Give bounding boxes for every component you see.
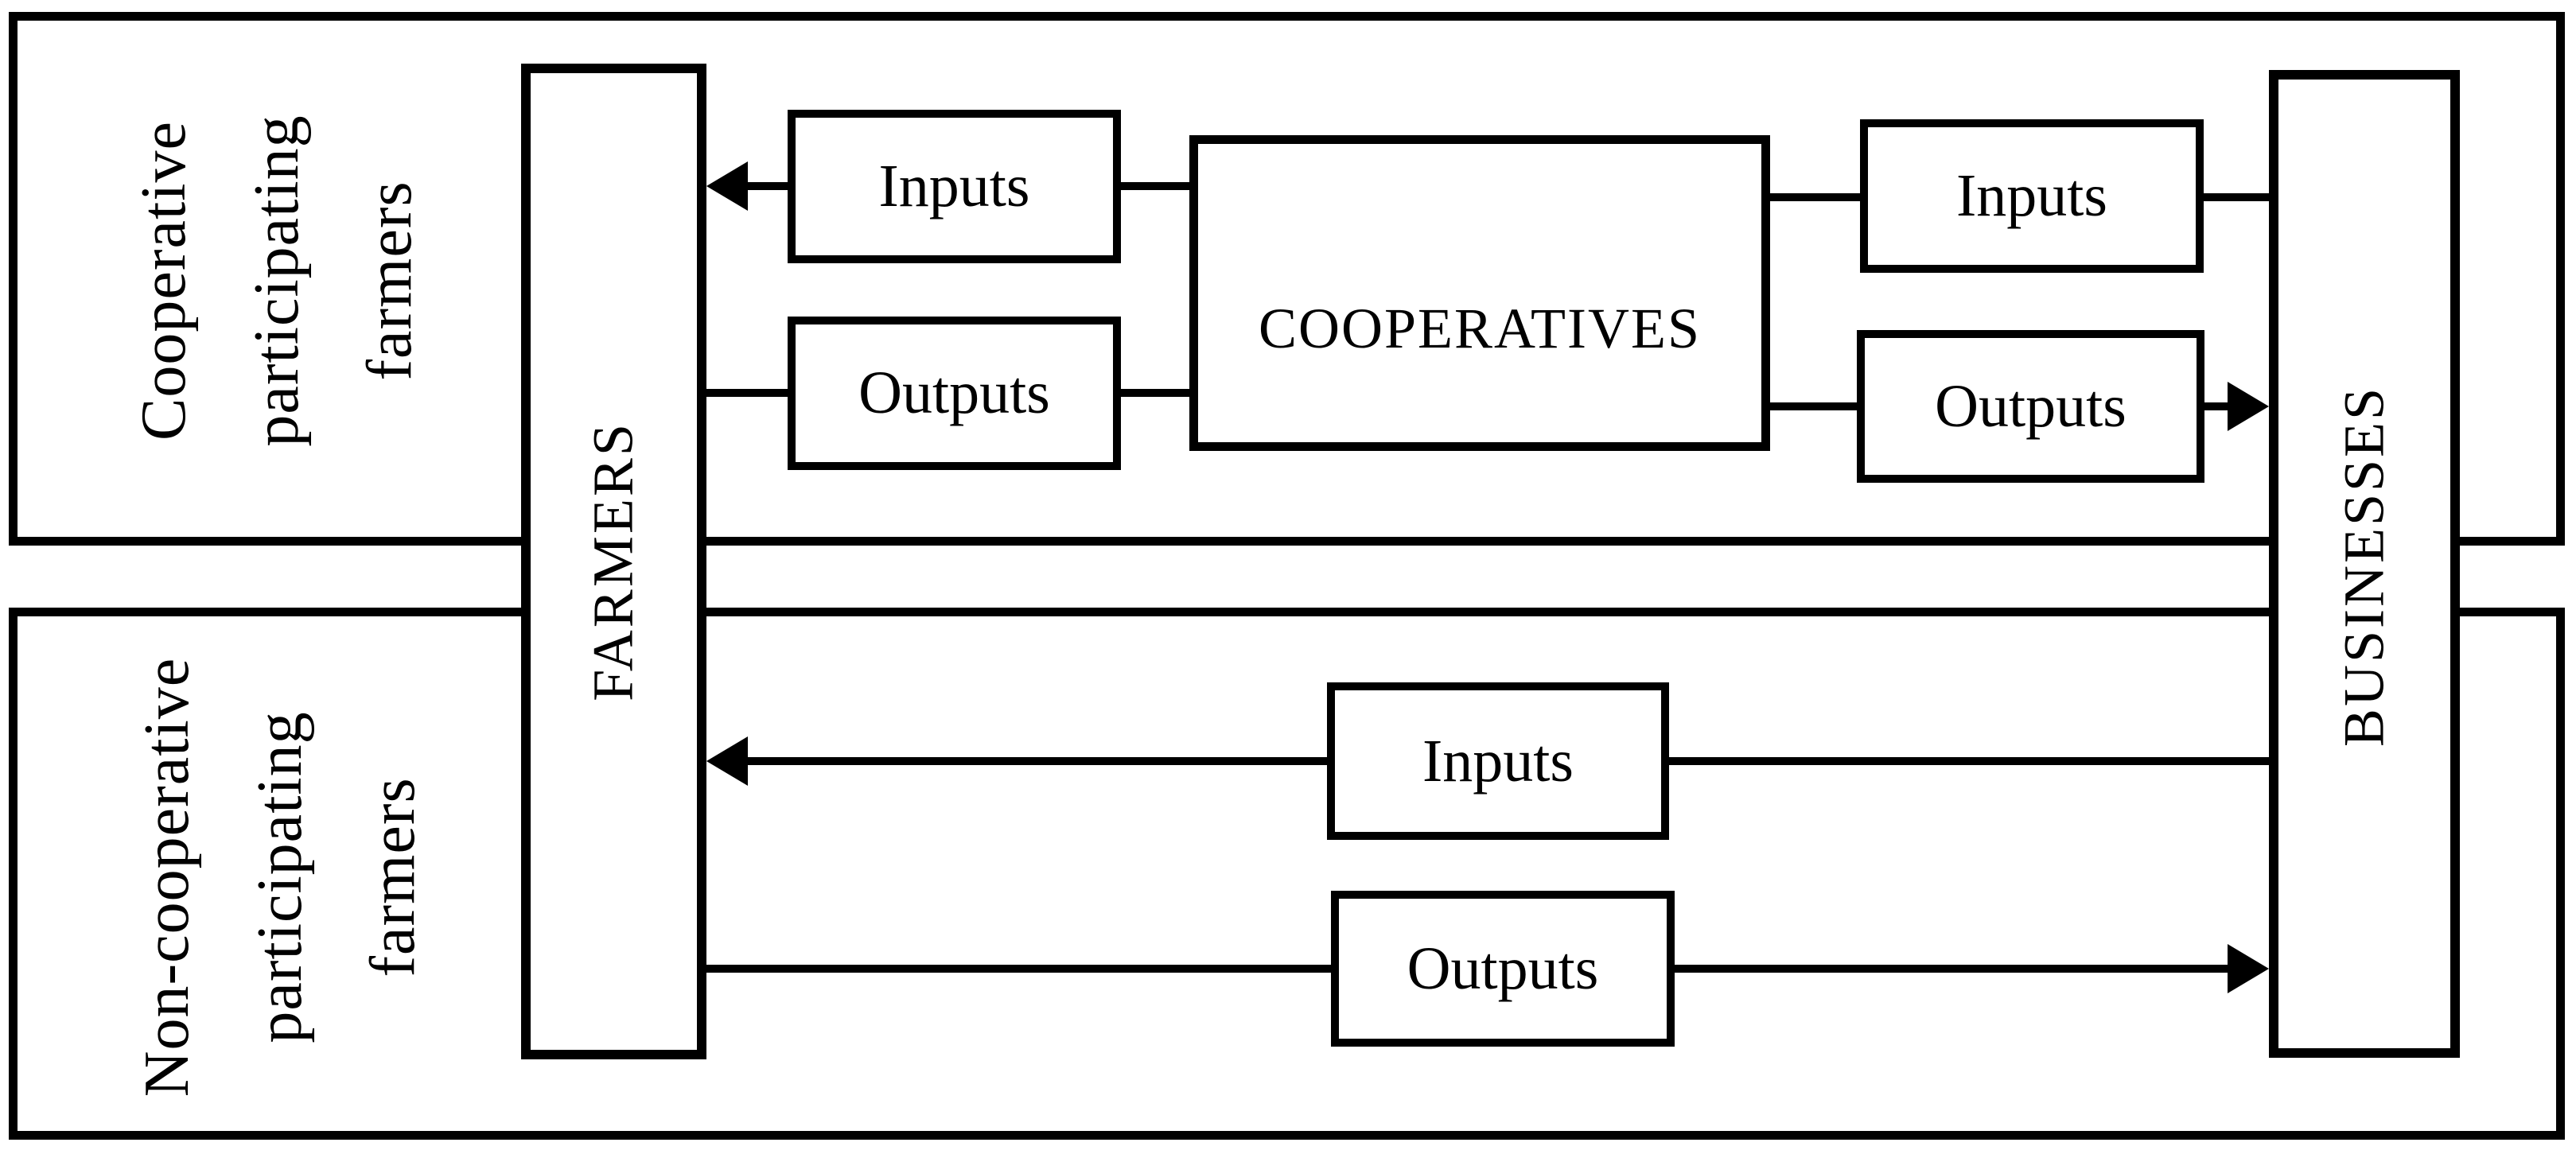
connector-outputs-to-businesses xyxy=(2201,402,2233,410)
connector-cooperatives-to-inputs xyxy=(1767,193,1863,201)
coop-outputs-farmer-side-label: Outputs xyxy=(858,359,1050,426)
connector-inputs-to-businesses xyxy=(2200,193,2274,201)
farmers-label: FARMERS xyxy=(581,422,645,701)
coop-outputs-farmer-side-box: Outputs xyxy=(788,317,1121,470)
connector-outputs-to-cooperatives xyxy=(1118,389,1193,397)
coop-inputs-farmer-side-label: Inputs xyxy=(878,153,1030,220)
connector-noncoop-outputs-to-businesses xyxy=(1671,965,2233,973)
cooperative-section-label: Cooperative participating farmers xyxy=(129,115,425,447)
noncoop-outputs-box: Outputs xyxy=(1331,891,1675,1047)
arrowhead-noncoop-inputs-to-farmers-icon xyxy=(706,736,748,786)
connector-inputs-to-farmers xyxy=(745,182,791,190)
non-cooperative-section-box xyxy=(9,608,2565,1140)
coop-outputs-business-side-box: Outputs xyxy=(1857,330,2204,483)
arrowhead-inputs-to-farmers-icon xyxy=(706,161,748,211)
coop-inputs-business-side-label: Inputs xyxy=(1956,162,2107,229)
connector-farmers-to-outputs xyxy=(703,389,791,397)
arrowhead-outputs-to-businesses-icon xyxy=(2228,382,2269,431)
noncoop-inputs-box: Inputs xyxy=(1327,682,1669,840)
cooperative-section-box xyxy=(9,12,2565,546)
connector-farmers-to-noncoop-outputs xyxy=(703,965,1336,973)
farmers-box xyxy=(521,64,706,1059)
businesses-box xyxy=(2269,70,2460,1058)
connector-cooperatives-to-outputs xyxy=(1767,402,1860,410)
arrowhead-noncoop-outputs-to-businesses-icon xyxy=(2228,944,2269,993)
coop-inputs-farmer-side-box: Inputs xyxy=(788,110,1121,263)
noncoop-inputs-label: Inputs xyxy=(1422,727,1574,795)
coop-inputs-business-side-box: Inputs xyxy=(1860,119,2204,273)
connector-noncoop-inputs-to-farmers xyxy=(745,757,1333,765)
connector-inputs-to-cooperatives xyxy=(1118,182,1193,190)
cooperatives-label: COOPERATIVES xyxy=(1258,297,1702,360)
connector-businesses-to-noncoop-inputs xyxy=(1666,757,2274,765)
noncoop-outputs-label: Outputs xyxy=(1407,934,1599,1002)
coop-outputs-business-side-label: Outputs xyxy=(1935,372,2127,440)
businesses-label: BUSINESSES xyxy=(2332,385,2396,748)
non-cooperative-section-label: Non-cooperative participating farmers xyxy=(132,657,428,1098)
cooperatives-box: COOPERATIVES xyxy=(1189,135,1770,451)
